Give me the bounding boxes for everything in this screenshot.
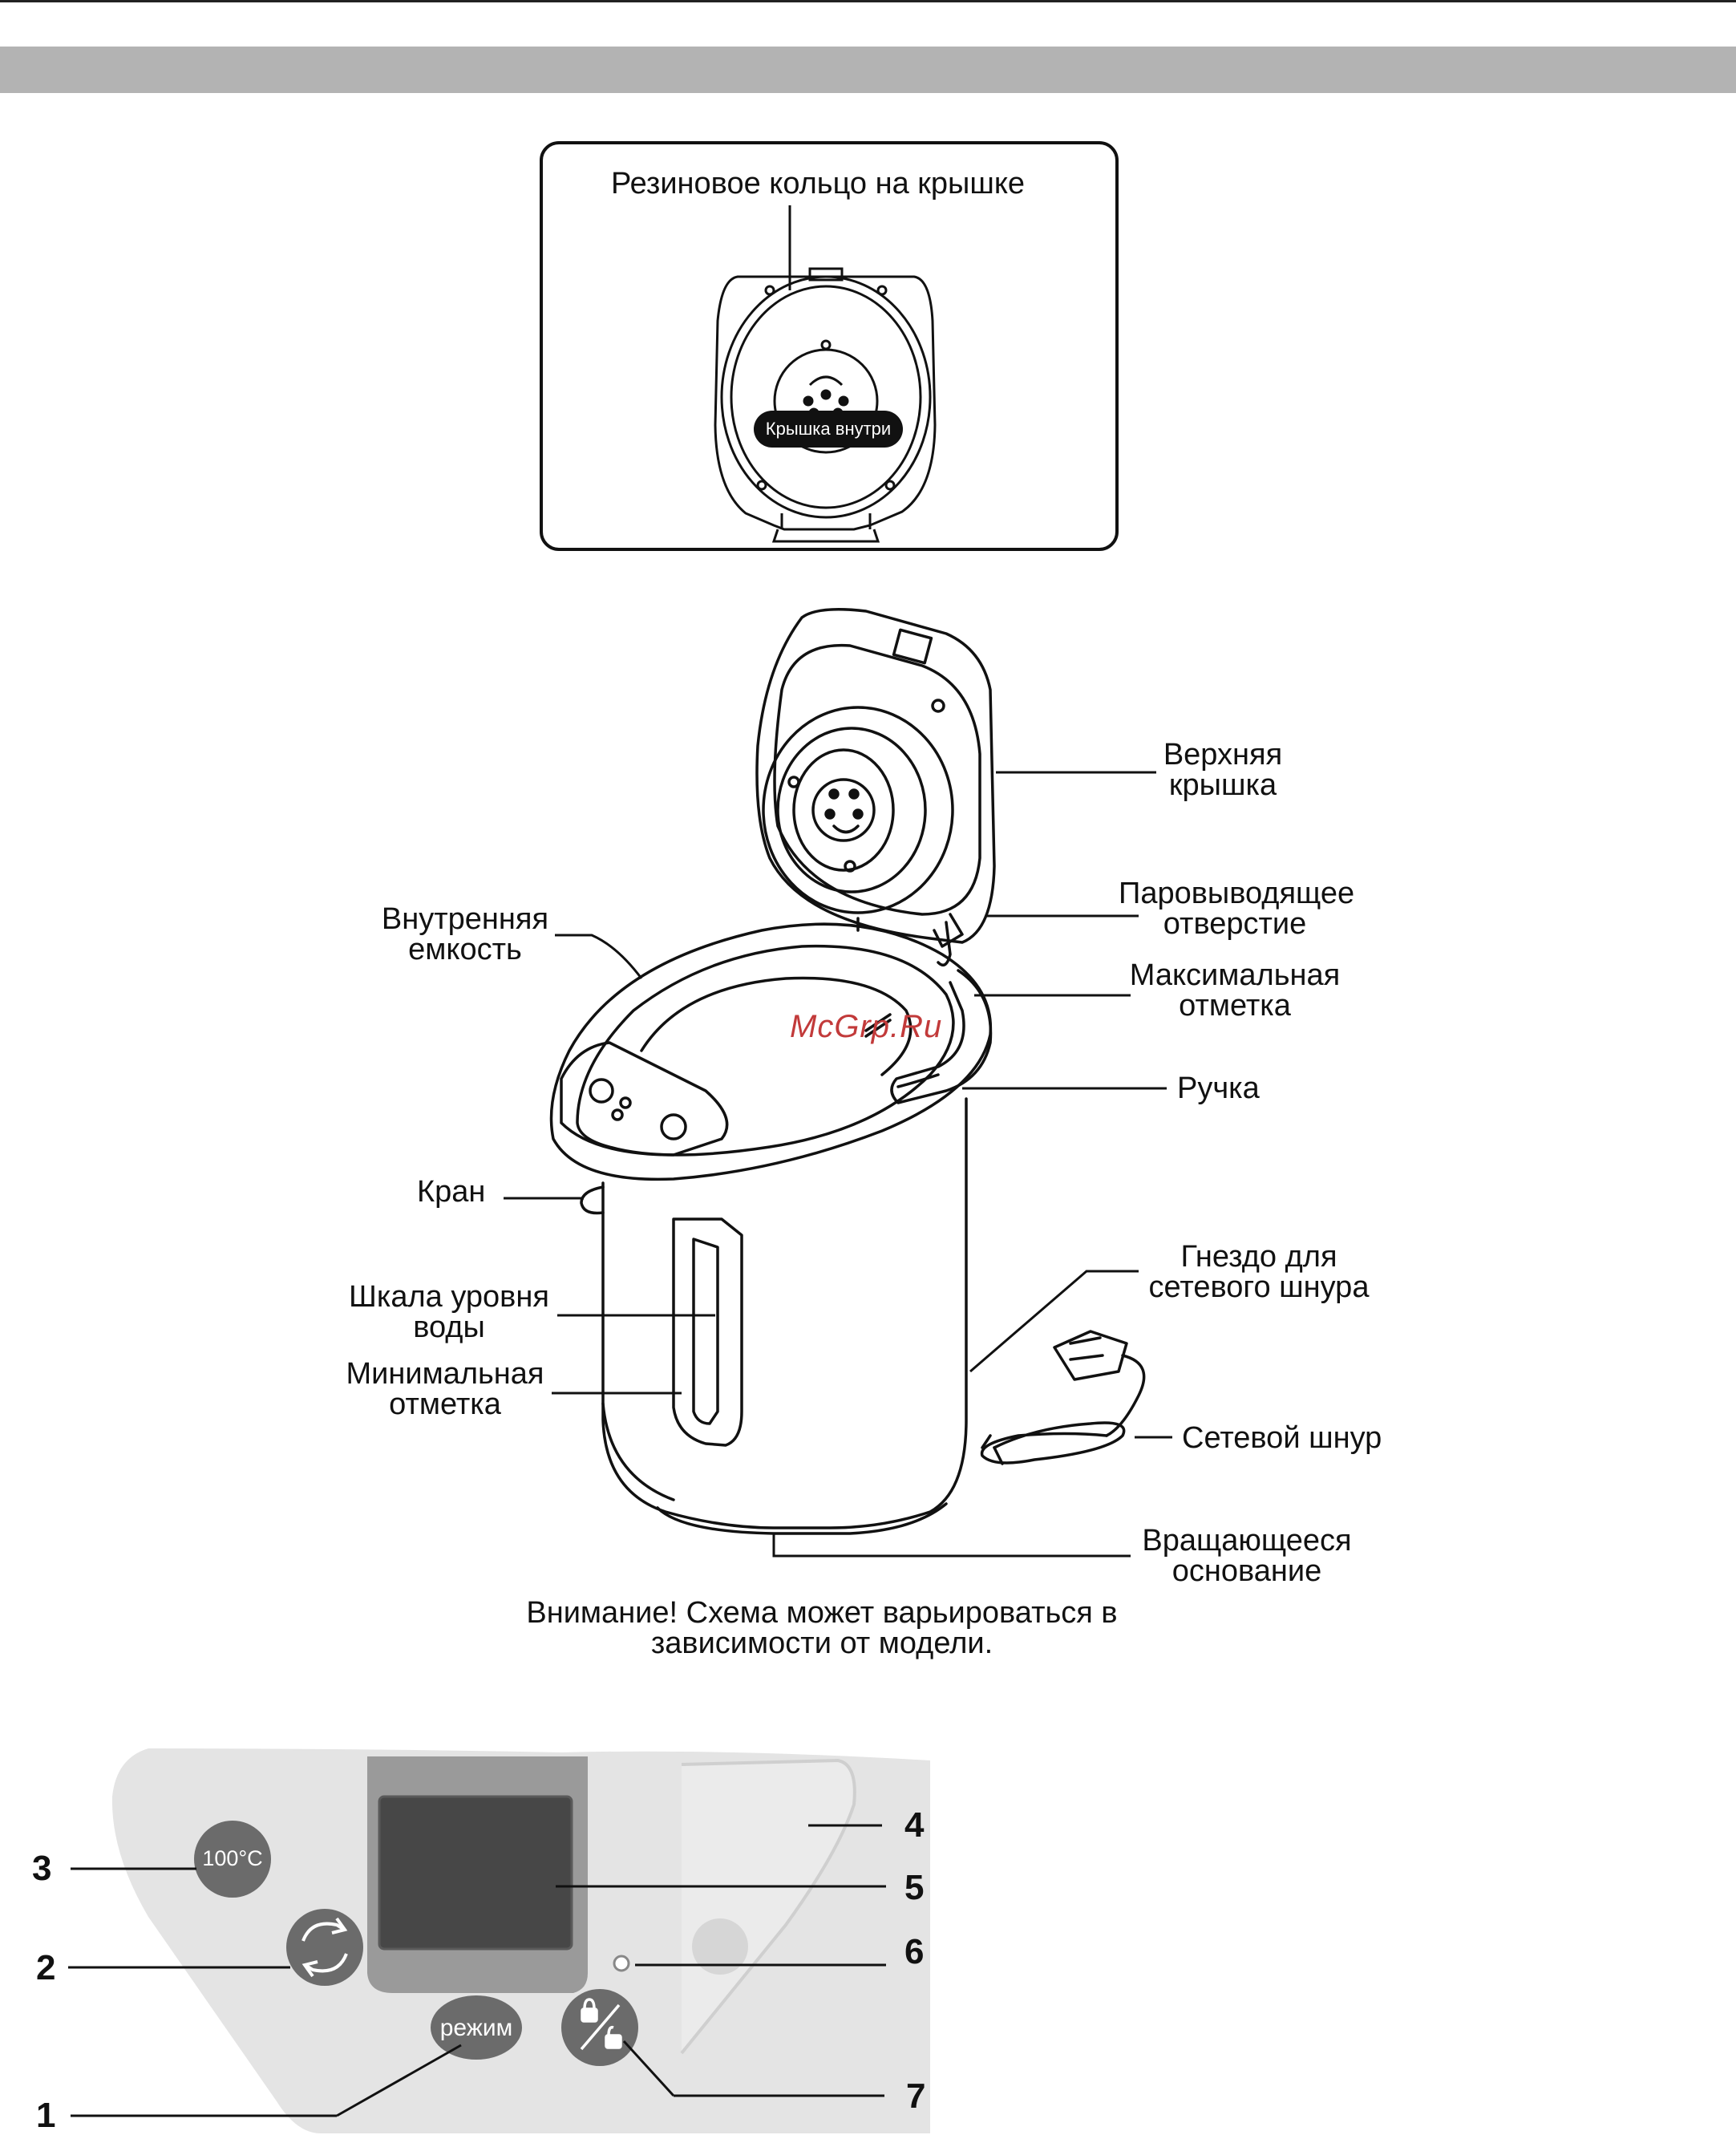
callout-5: 5 bbox=[904, 1868, 925, 1907]
callout-3: 3 bbox=[32, 1849, 52, 1888]
label-power-cord: Сетевой шнур bbox=[1182, 1421, 1382, 1455]
btn-mode-label: режим bbox=[439, 2015, 513, 2041]
callout-7: 7 bbox=[906, 2076, 926, 2116]
panel-leader-lines bbox=[68, 1824, 886, 2117]
callout-1: 1 bbox=[36, 2096, 56, 2135]
callout-2: 2 bbox=[36, 1948, 56, 1987]
callout-4: 4 bbox=[904, 1805, 925, 1845]
btn-100-circle bbox=[194, 1821, 271, 1898]
btn-reheat-circle bbox=[286, 1909, 363, 1986]
btn-mode-shape bbox=[431, 1995, 522, 2060]
label-handle: Ручка bbox=[1177, 1072, 1260, 1105]
inset-frame bbox=[540, 141, 1119, 551]
callout-6: 6 bbox=[904, 1932, 925, 1971]
header-band bbox=[0, 47, 1736, 93]
indicator-led bbox=[613, 1955, 630, 1972]
kettle-drawing bbox=[549, 608, 1146, 1535]
reheat-arrows-icon bbox=[301, 1917, 348, 1978]
lcd-display bbox=[378, 1795, 573, 1951]
inset-title: Резиновое кольцо на крышке bbox=[610, 167, 1026, 201]
watermark: McGrp.Ru bbox=[790, 1009, 943, 1044]
label-tap: Кран bbox=[417, 1175, 486, 1209]
top-rule bbox=[0, 0, 1736, 2]
control-panel bbox=[111, 1748, 931, 2133]
leader-lines bbox=[504, 771, 1172, 1558]
btn-100-label: 100°C bbox=[202, 1846, 263, 1870]
lid-inside-badge: Крышка внутри bbox=[765, 419, 892, 439]
lid-inside-badge-bg bbox=[754, 411, 903, 448]
lock-unlock-icon bbox=[580, 1998, 622, 2051]
lid-inside-drawing bbox=[714, 205, 937, 543]
